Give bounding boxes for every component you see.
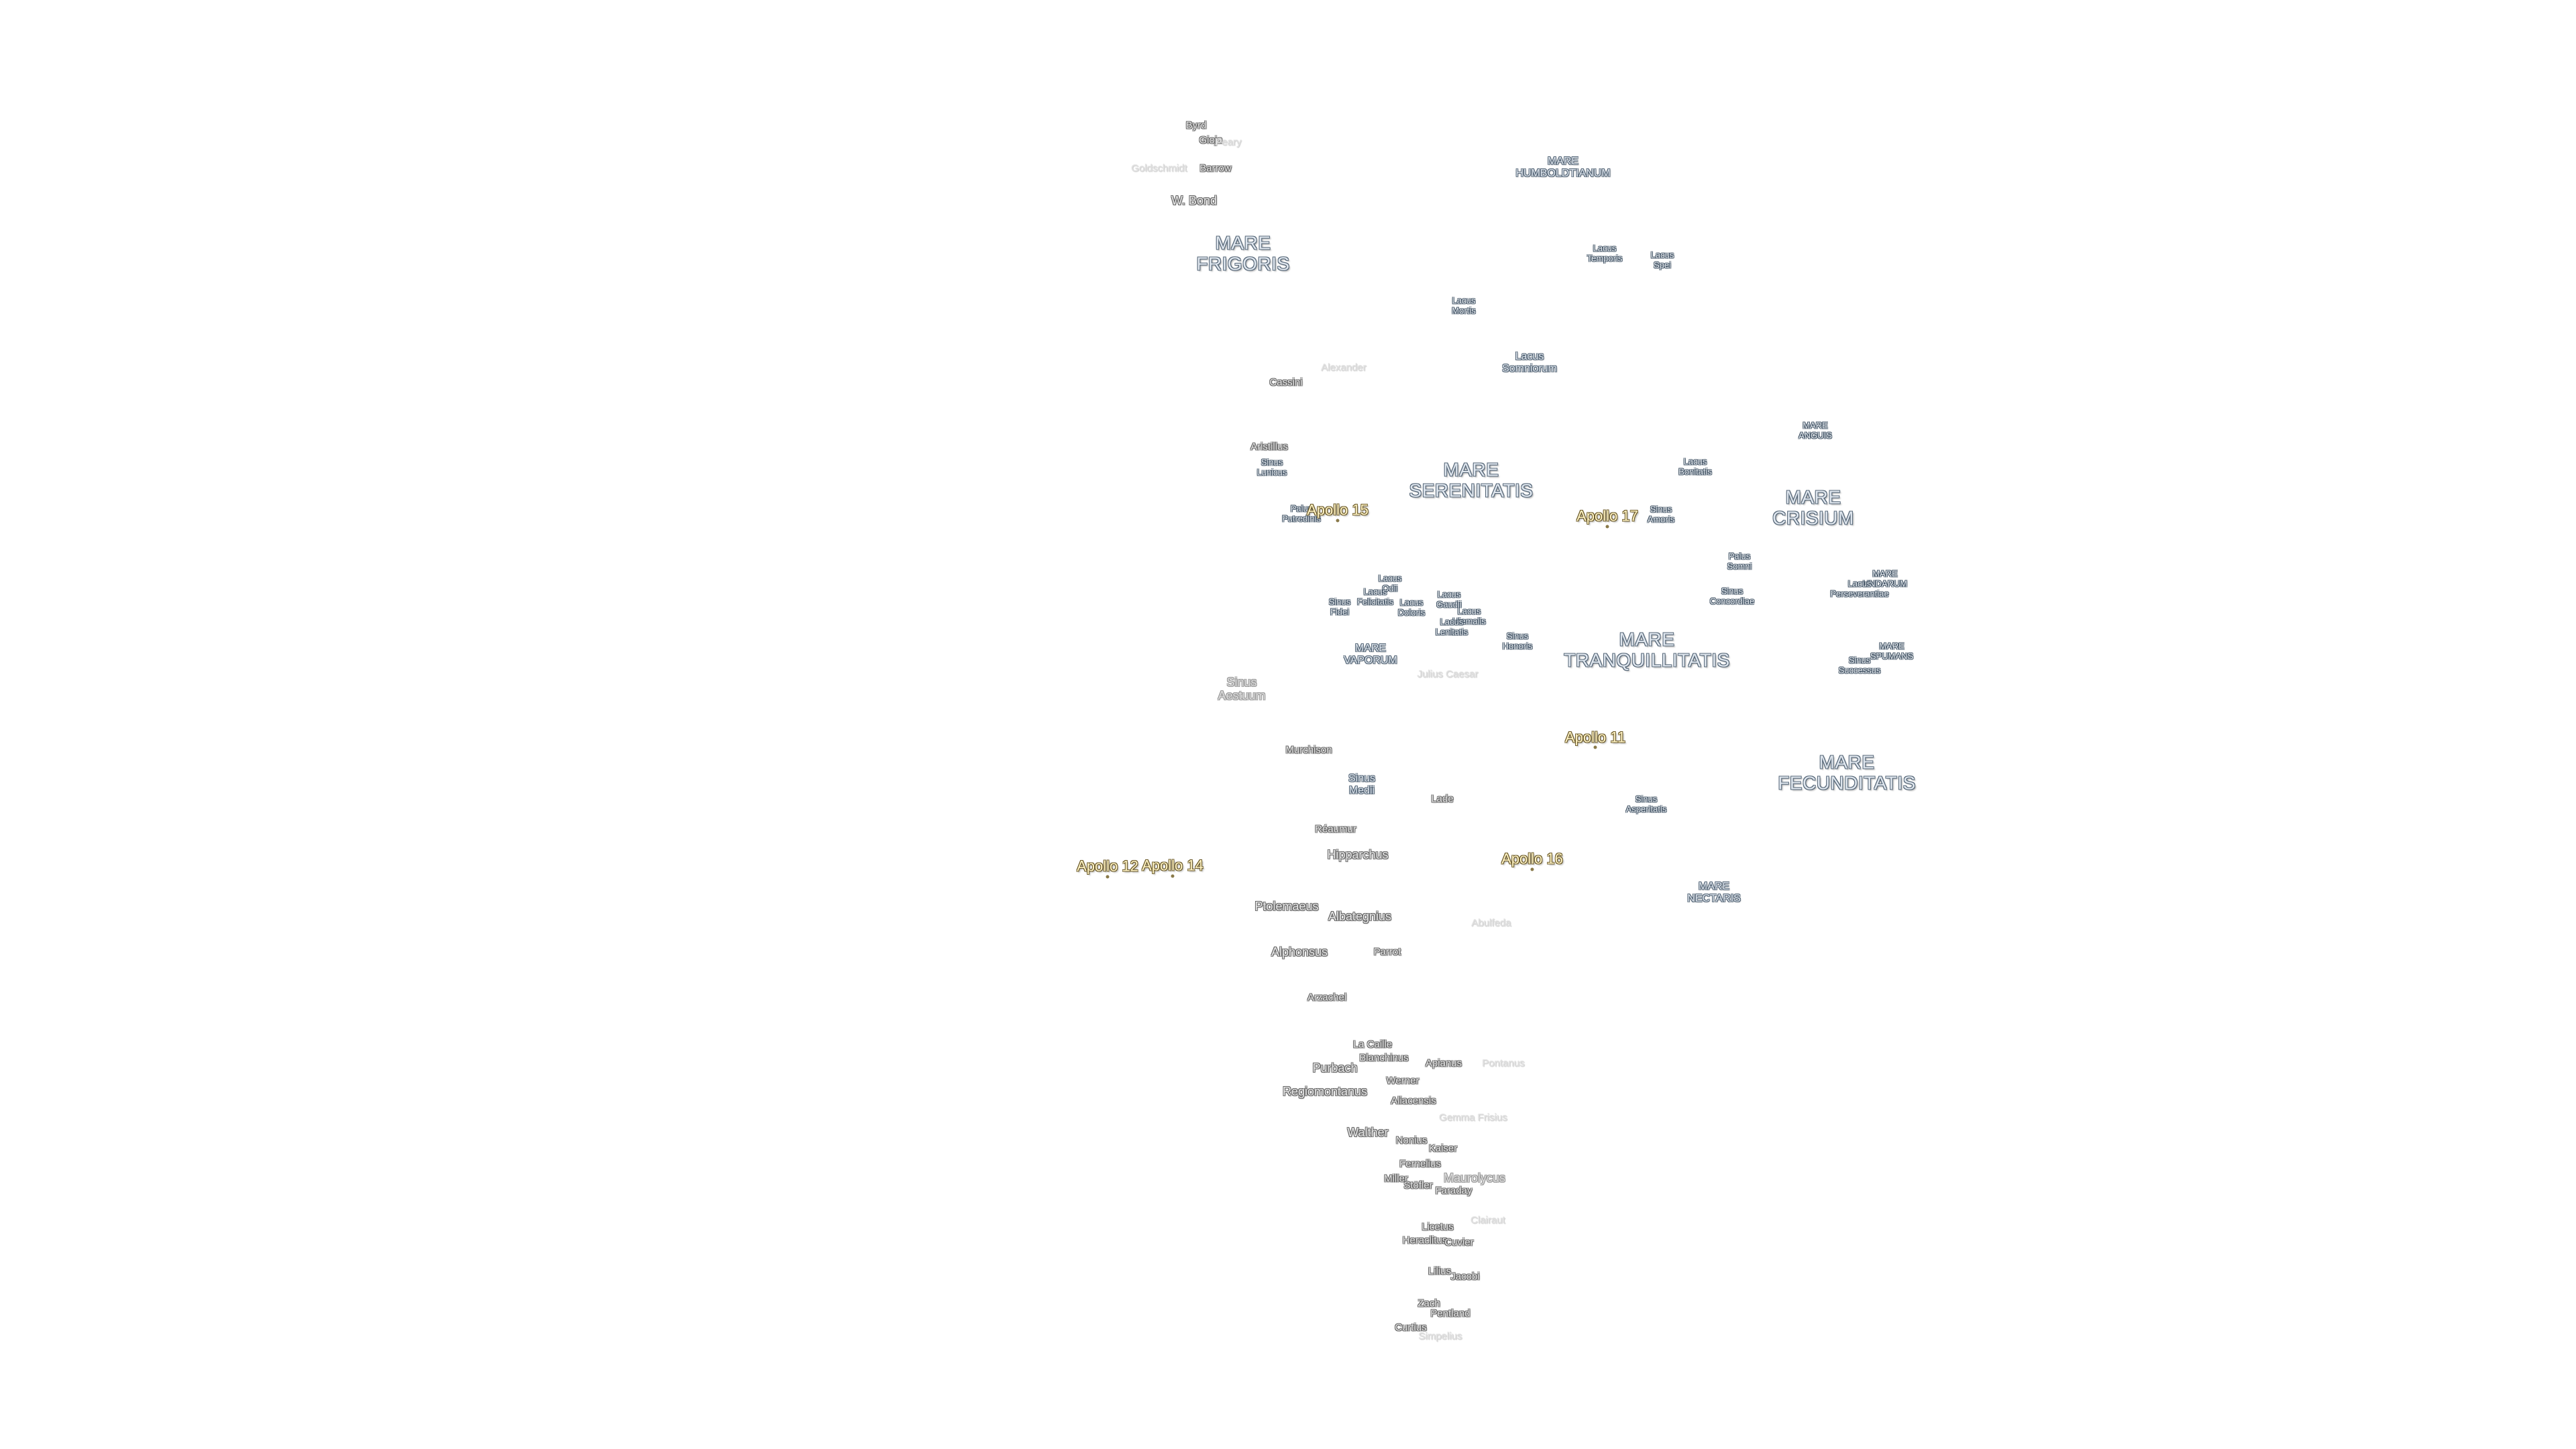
feature-label-curtius[interactable]: Curtius <box>1395 1322 1427 1334</box>
feature-label-ptolemaeus[interactable]: Ptolemaeus <box>1254 899 1319 913</box>
feature-label-abulfeda[interactable]: Abulfeda <box>1471 917 1511 929</box>
feature-label-byrd[interactable]: Byrd <box>1185 119 1207 131</box>
feature-label-miller[interactable]: Miller <box>1384 1173 1408 1185</box>
feature-label-simpelius[interactable]: Simpelius <box>1418 1330 1462 1342</box>
feature-label-werner[interactable]: Werner <box>1386 1075 1419 1087</box>
feature-label-fernelius[interactable]: Fernelius <box>1399 1158 1441 1170</box>
feature-label-pontanus[interactable]: Pontanus <box>1482 1057 1525 1069</box>
feature-label-la-caille[interactable]: La Caille <box>1352 1038 1393 1051</box>
feature-label-licetus[interactable]: Licetus <box>1421 1221 1454 1233</box>
landing-site-label-apollo-15[interactable]: Apollo 15 <box>1307 501 1368 519</box>
feature-label-w-bond[interactable]: W. Bond <box>1171 193 1218 207</box>
landing-site-marker-icon[interactable] <box>1106 875 1110 879</box>
feature-label-alexander[interactable]: Alexander <box>1321 362 1366 374</box>
feature-label-maurolycus[interactable]: Maurolycus <box>1443 1171 1506 1185</box>
feature-label-purbach[interactable]: Purbach <box>1312 1061 1358 1075</box>
feature-label-murchison[interactable]: Murchison <box>1285 744 1332 756</box>
landing-site-marker-icon[interactable] <box>1171 874 1175 878</box>
feature-label-lade[interactable]: Lade <box>1431 793 1454 805</box>
feature-label-apianus[interactable]: Apianus <box>1425 1057 1462 1069</box>
landing-site-marker-icon[interactable] <box>1605 525 1609 529</box>
landing-site-label-apollo-11[interactable]: Apollo 11 <box>1564 729 1626 746</box>
feature-label-parrot[interactable]: Parrot <box>1373 946 1401 958</box>
feature-label-goldschmidt[interactable]: Goldschmidt <box>1131 162 1187 174</box>
feature-label-pentland[interactable]: Pentland <box>1430 1307 1470 1320</box>
feature-label-gioja[interactable]: Gioja <box>1199 134 1223 146</box>
feature-label-cassini[interactable]: Cassini <box>1269 376 1303 388</box>
feature-label-peary[interactable]: Peary <box>1215 136 1242 148</box>
feature-label-arzachel[interactable]: Arzachel <box>1307 991 1347 1004</box>
feature-label-heraclitus[interactable]: Heraclitus <box>1402 1234 1448 1246</box>
feature-label-blanchinus[interactable]: Blanchinus <box>1359 1052 1409 1064</box>
landing-site-marker-icon[interactable] <box>1530 867 1534 871</box>
landing-site-marker-icon[interactable] <box>1593 745 1597 749</box>
landing-site-label-apollo-14[interactable]: Apollo 14 <box>1142 857 1203 874</box>
feature-label-reaumur[interactable]: Réaumur <box>1315 823 1356 835</box>
feature-label-faraday[interactable]: Faraday <box>1435 1185 1472 1197</box>
landing-site-label-apollo-16[interactable]: Apollo 16 <box>1501 850 1563 867</box>
feature-label-aliacensis[interactable]: Aliacensis <box>1391 1095 1436 1107</box>
landing-site-label-apollo-17[interactable]: Apollo 17 <box>1576 507 1638 525</box>
feature-label-walther[interactable]: Walther <box>1347 1125 1389 1139</box>
feature-label-alphonsus[interactable]: Alphonsus <box>1271 945 1328 959</box>
feature-label-aristillus[interactable]: Aristillus <box>1250 441 1288 453</box>
feature-label-nonius[interactable]: Nonius <box>1395 1134 1428 1146</box>
feature-label-regiomontanus[interactable]: Regiomontanus <box>1282 1084 1368 1098</box>
landing-site-marker-icon[interactable] <box>1336 519 1340 523</box>
feature-label-gemma-frisius[interactable]: Gemma Frisius <box>1439 1112 1507 1124</box>
feature-label-lilius[interactable]: Lilius <box>1428 1265 1452 1277</box>
feature-label-barrow[interactable]: Barrow <box>1199 162 1232 174</box>
feature-label-stofler[interactable]: Stöfler <box>1403 1179 1433 1191</box>
feature-label-kaiser[interactable]: Kaiser <box>1428 1142 1458 1155</box>
feature-label-jacobi[interactable]: Jacobi <box>1450 1271 1480 1283</box>
landing-site-label-apollo-12[interactable]: Apollo 12 <box>1077 857 1138 875</box>
feature-label-albategnius[interactable]: Albategnius <box>1328 909 1392 923</box>
feature-label-clairaut[interactable]: Clairaut <box>1470 1214 1505 1226</box>
feature-label-zach[interactable]: Zach <box>1417 1297 1440 1309</box>
feature-label-cuvier[interactable]: Cuvier <box>1444 1236 1474 1248</box>
feature-label-julius-caesar[interactable]: Julius Caesar <box>1417 668 1479 680</box>
feature-label-hipparchus[interactable]: Hipparchus <box>1327 847 1389 861</box>
